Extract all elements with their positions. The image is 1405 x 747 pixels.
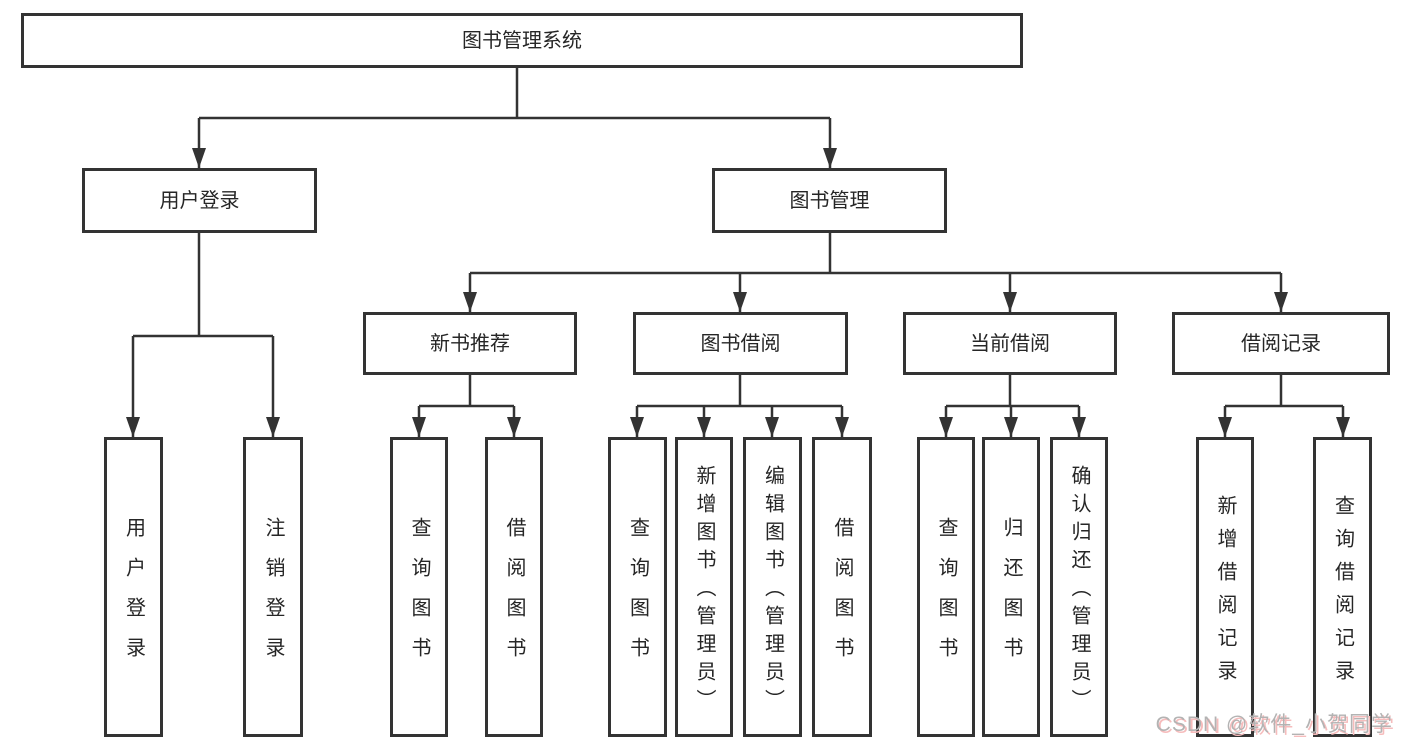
trunk-borrow-record xyxy=(1225,375,1343,408)
leaf-borrow-book-label: 借阅图书 xyxy=(831,517,853,677)
node-borrow-record: 借阅记录 xyxy=(1172,312,1390,375)
leaf-query-borrow-record: 查询借阅记录 xyxy=(1313,437,1372,737)
node-borrow-record-label: 借阅记录 xyxy=(1241,332,1321,355)
trunk-new-book-rec xyxy=(419,375,514,408)
trunk-book-borrow xyxy=(637,375,842,408)
leaf-add-book-admin: 新增图书（管理员） xyxy=(675,437,733,737)
leaf-edit-book-admin: 编辑图书（管理员） xyxy=(743,437,802,737)
leaf-query-book-current: 查询图书 xyxy=(917,437,975,737)
leaf-confirm-return-admin-label: 确认归还（管理员） xyxy=(1068,465,1090,717)
trunk-root xyxy=(199,68,830,120)
leaf-borrow-book: 借阅图书 xyxy=(812,437,872,737)
leaf-query-book-borrow-label: 查询图书 xyxy=(626,517,649,677)
node-user-login-label: 用户登录 xyxy=(159,189,240,212)
node-new-book-rec: 新书推荐 xyxy=(363,312,577,375)
leaf-logout-label: 注销登录 xyxy=(262,517,284,677)
leaf-query-book-current-label: 查询图书 xyxy=(935,517,957,677)
node-new-book-rec-label: 新书推荐 xyxy=(430,332,510,355)
leaf-edit-book-admin-label: 编辑图书（管理员） xyxy=(761,465,784,717)
trunk-book-mgmt xyxy=(470,233,1281,275)
node-book-borrow: 图书借阅 xyxy=(633,312,848,375)
leaf-user-login-label: 用户登录 xyxy=(122,517,145,677)
leaf-user-login: 用户登录 xyxy=(104,437,163,737)
leaf-borrow-book-new-label: 借阅图书 xyxy=(503,517,525,677)
trunk-user-login xyxy=(133,233,273,338)
node-root: 图书管理系统 xyxy=(21,13,1023,68)
leaf-query-borrow-record-label: 查询借阅记录 xyxy=(1331,494,1354,693)
leaf-query-book-new: 查询图书 xyxy=(390,437,448,737)
leaf-add-book-admin-label: 新增图书（管理员） xyxy=(693,465,715,717)
leaf-confirm-return-admin: 确认归还（管理员） xyxy=(1050,437,1108,737)
node-current-borrow: 当前借阅 xyxy=(903,312,1117,375)
arrow-drops xyxy=(126,118,1350,437)
trunk-current-borrow xyxy=(946,375,1079,408)
node-user-login: 用户登录 xyxy=(82,168,317,233)
leaf-return-book-label: 归还图书 xyxy=(1000,517,1022,677)
node-current-borrow-label: 当前借阅 xyxy=(970,332,1050,355)
leaf-add-borrow-record: 新增借阅记录 xyxy=(1196,437,1254,737)
node-book-mgmt: 图书管理 xyxy=(712,168,947,233)
node-book-borrow-label: 图书借阅 xyxy=(700,332,781,355)
leaf-borrow-book-new: 借阅图书 xyxy=(485,437,543,737)
leaf-query-book-borrow: 查询图书 xyxy=(608,437,667,737)
watermark: CSDN @软件_小贺同学 xyxy=(1155,713,1393,736)
leaf-add-borrow-record-label: 新增借阅记录 xyxy=(1214,494,1236,693)
leaf-return-book: 归还图书 xyxy=(982,437,1040,737)
leaf-query-book-new-label: 查询图书 xyxy=(408,517,430,677)
leaf-logout: 注销登录 xyxy=(243,437,303,737)
node-book-mgmt-label: 图书管理 xyxy=(789,189,870,212)
node-root-label: 图书管理系统 xyxy=(462,29,582,52)
